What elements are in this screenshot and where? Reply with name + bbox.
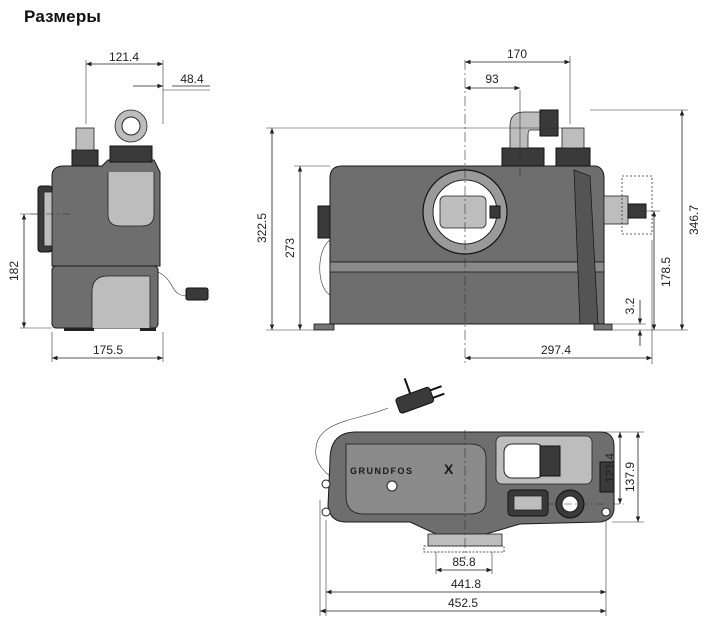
- dim-front-width-top: 170: [507, 47, 527, 61]
- side-inlet-pipe: [75, 127, 95, 151]
- side-outlet-hole: [121, 116, 141, 136]
- dim-front-inlet-height: 178.5: [659, 257, 673, 287]
- dim-front-offset-top: 93: [485, 72, 499, 86]
- top-outlet-elbow: [503, 443, 545, 479]
- side-base-cutout: [91, 275, 151, 328]
- top-lid-screw: [386, 480, 398, 492]
- front-outlet-cap: [439, 195, 487, 229]
- top-dims: 121.4 137.9 85.8 441.8 452.5: [319, 431, 644, 616]
- top-mount-left-2: [321, 507, 331, 517]
- front-outlet-clip: [489, 205, 501, 219]
- front-elbow-coupling: [539, 109, 559, 137]
- dim-side-top-width: 121.4: [109, 50, 139, 64]
- top-bottom-flange-ribs: [423, 545, 505, 553]
- front-foot-left: [313, 323, 335, 331]
- front-side-inlet: [603, 195, 629, 225]
- dim-front-right-height: 346.7: [687, 205, 701, 235]
- side-foot-left: [64, 328, 94, 331]
- side-recess: [107, 172, 155, 227]
- top-mount-left: [321, 479, 331, 489]
- top-outlet-coupling: [539, 445, 561, 477]
- dim-top-total-width: 452.5: [448, 596, 478, 610]
- dim-front-base-half: 297.4: [541, 343, 571, 357]
- brand-logo-mark: X: [444, 461, 454, 477]
- dim-front-body-height: 273: [283, 238, 297, 258]
- front-right-stack: [555, 147, 591, 167]
- dim-front-total-height: 322.5: [255, 213, 269, 243]
- top-side-tab: [599, 461, 615, 493]
- dim-top-inner-width: 441.8: [451, 577, 481, 591]
- front-elbow: [509, 111, 545, 149]
- page-title: Размеры: [24, 7, 102, 26]
- top-view: GRUNDFOS X: [315, 378, 624, 560]
- dim-top-depth-inner: 121.4: [603, 453, 617, 483]
- front-seam: [329, 261, 605, 273]
- front-view: [313, 60, 653, 364]
- front-dims: 170 93 322.5 273 346.7 178.5 3.2 297.4: [255, 47, 701, 364]
- side-outlet-collar: [109, 145, 153, 163]
- side-dims: 121.4 48.4 182 175.5: [7, 50, 210, 362]
- side-inlet-flange-ring: [43, 191, 53, 247]
- dim-side-height: 182: [7, 261, 21, 281]
- dim-front-foot-height: 3.2: [623, 297, 637, 314]
- side-plug: [185, 287, 209, 301]
- dim-side-outlet-offset: 48.4: [180, 72, 204, 86]
- top-mount-right: [601, 507, 611, 517]
- top-cable: [315, 407, 389, 477]
- front-right-pipe: [561, 127, 585, 149]
- side-view: [30, 109, 209, 331]
- side-foot-right: [140, 328, 156, 331]
- side-inlet-collar: [71, 149, 99, 167]
- dim-top-depth-outer: 137.9: [623, 462, 637, 492]
- dim-top-outlet-width: 85.8: [452, 555, 476, 569]
- top-lid: [345, 443, 487, 515]
- top-plug: [395, 378, 445, 414]
- brand-logo-text: GRUNDFOS: [350, 466, 414, 476]
- side-cable: [157, 271, 187, 297]
- front-left-stack: [501, 147, 545, 167]
- front-cable: [319, 239, 333, 297]
- dim-side-base-width: 175.5: [93, 343, 123, 357]
- front-foot-right: [593, 323, 613, 331]
